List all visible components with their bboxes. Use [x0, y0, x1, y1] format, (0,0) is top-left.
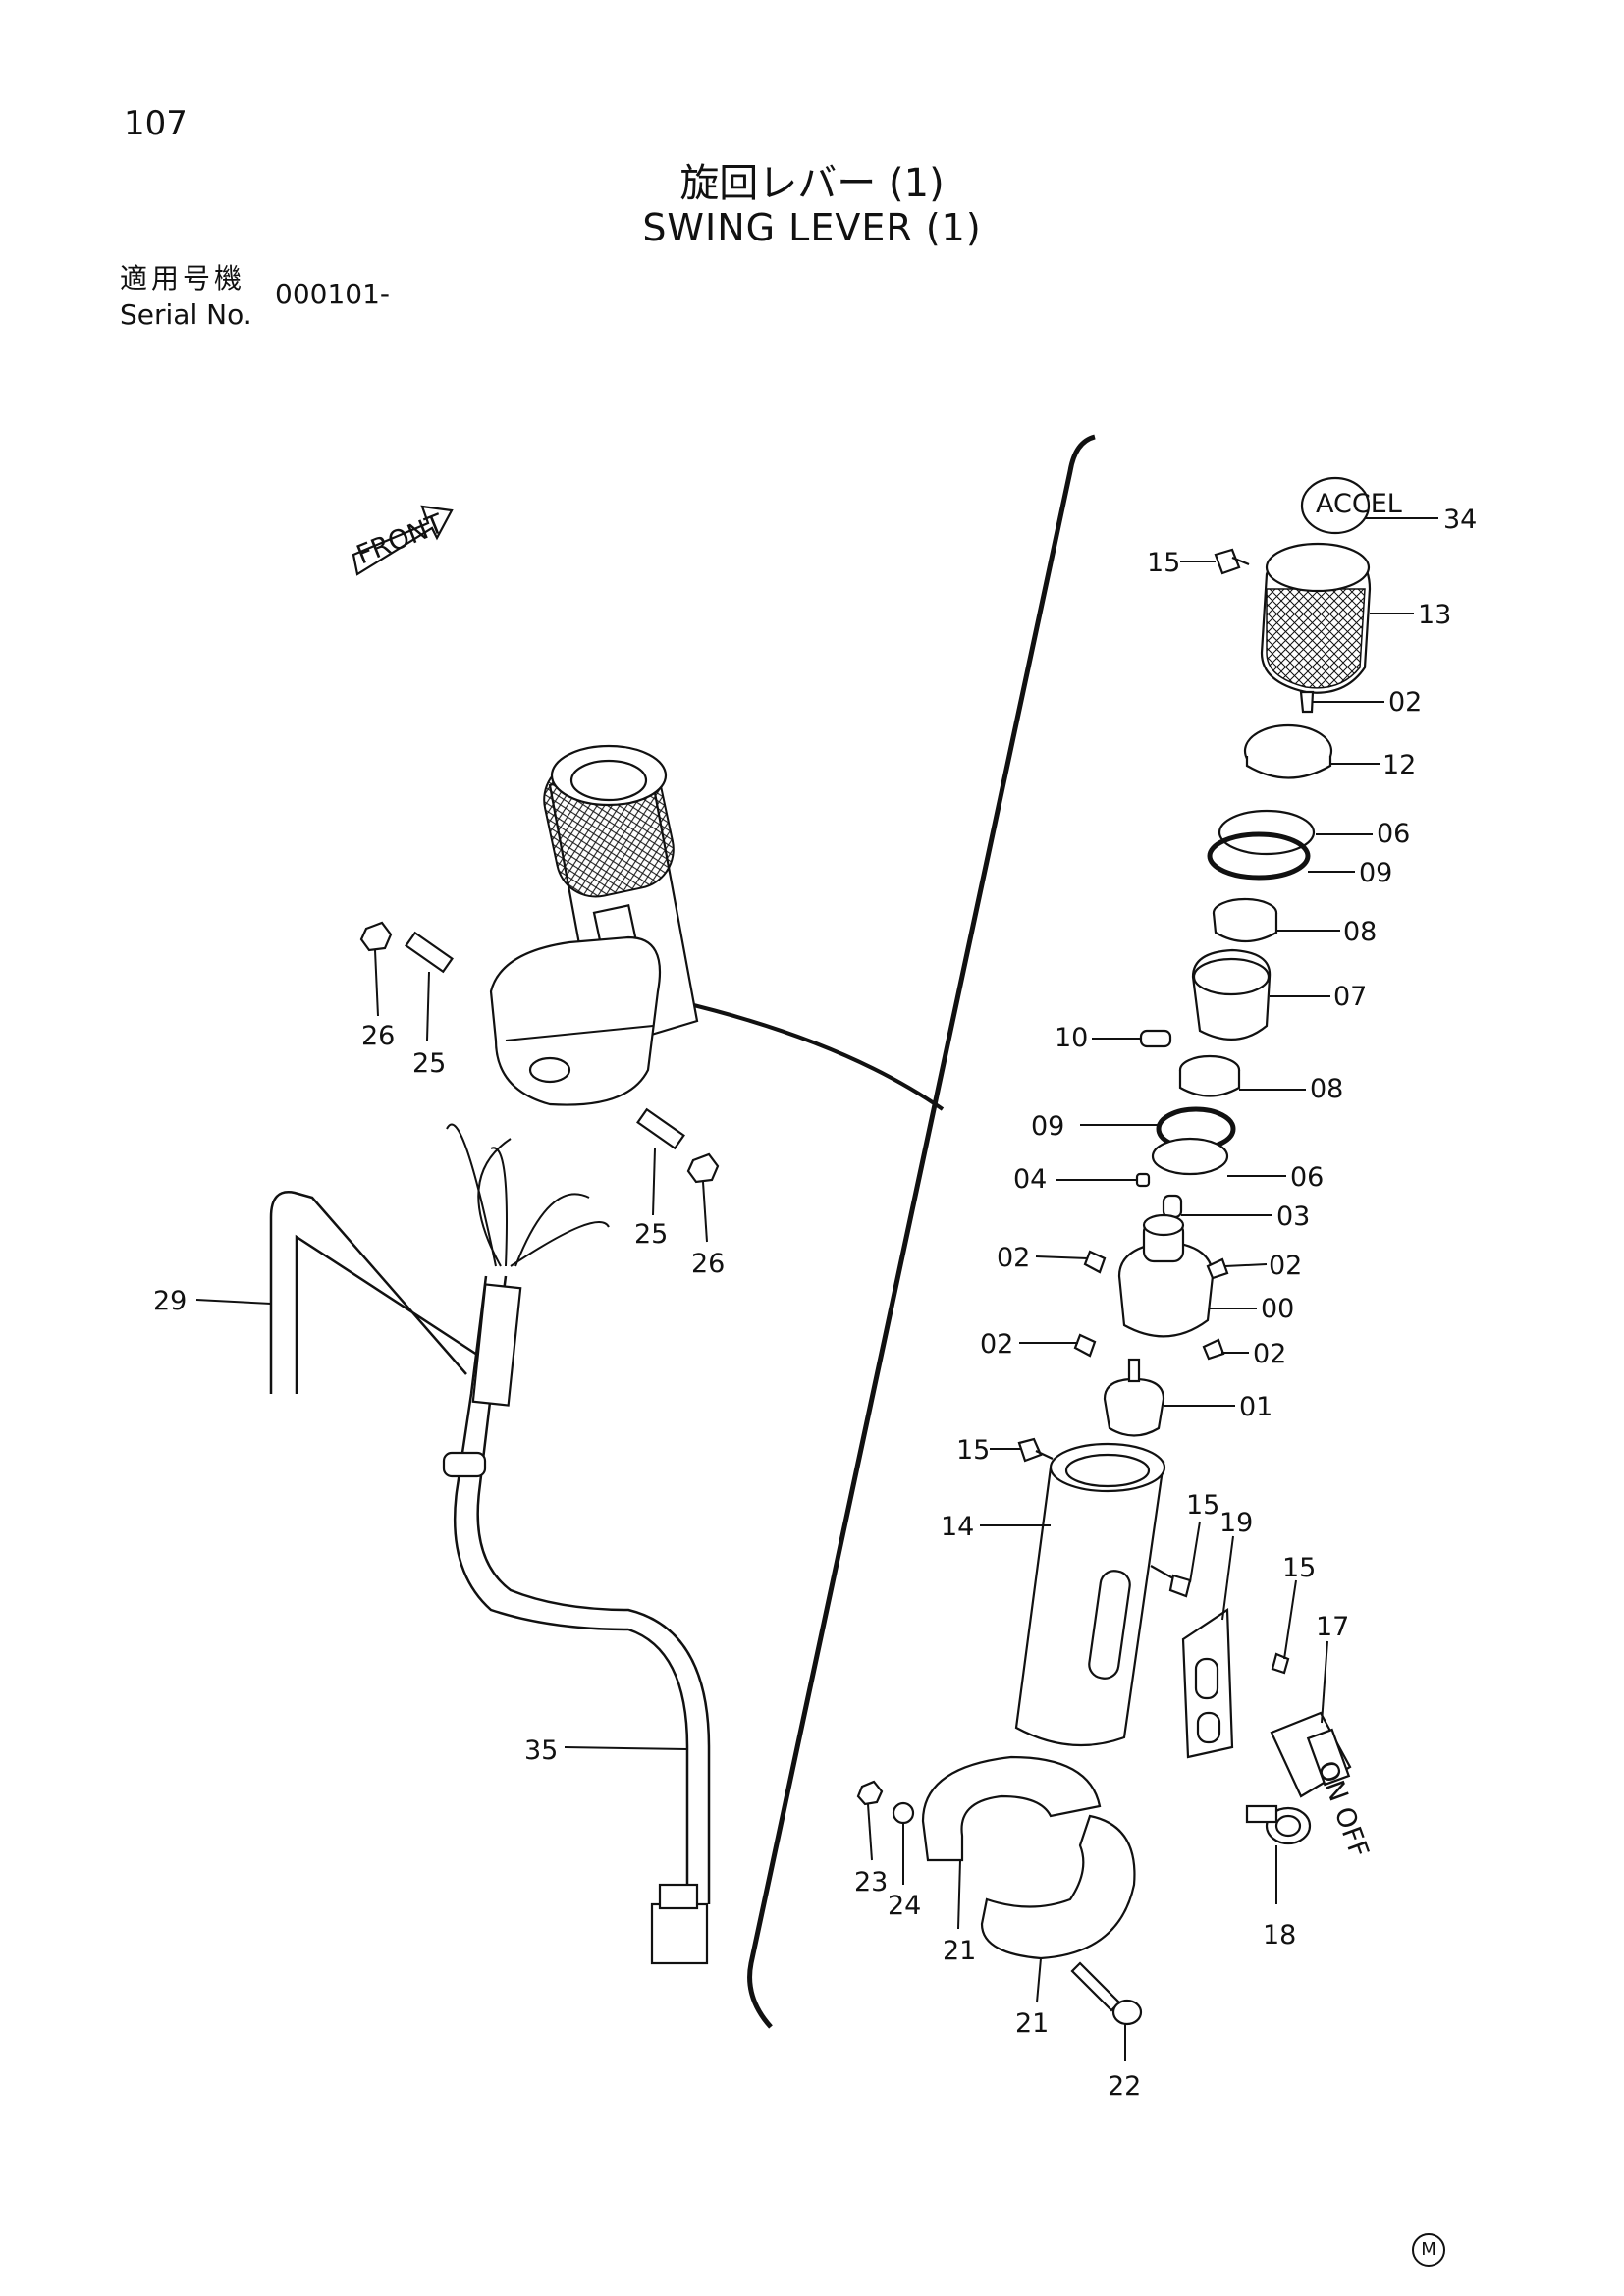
- callout-24: 24: [888, 1891, 921, 1921]
- revision-mark: M: [1412, 2233, 1445, 2267]
- screw-15-right-b: [1271, 1652, 1290, 1675]
- bushing-08-top: [1212, 897, 1278, 942]
- leader-assembly-to-exploded: [677, 999, 945, 1111]
- callout-01: 01: [1239, 1392, 1272, 1422]
- page-title-japanese: 旋回レバー (1): [679, 161, 945, 206]
- nut-26-lower-left: [686, 1152, 720, 1184]
- callout-21-bottom: 21: [1015, 2008, 1049, 2039]
- housing-07: [1191, 948, 1272, 1041]
- callout-06-middle: 06: [1290, 1162, 1324, 1193]
- callout-21-left: 21: [943, 1936, 976, 1966]
- screw-15-top: [1214, 548, 1250, 575]
- bolt-22: [1070, 1961, 1143, 2026]
- nut-26-upper-left: [359, 921, 393, 952]
- spring-03: [1162, 1194, 1183, 1219]
- stud-25-lower-left: [636, 1107, 685, 1150]
- callout-34: 34: [1443, 505, 1477, 535]
- callout-09-middle: 09: [1031, 1111, 1064, 1142]
- callout-23: 23: [854, 1867, 888, 1897]
- serial-label-japanese: 適用号機: [120, 262, 246, 294]
- plunger-cap-12: [1243, 723, 1333, 779]
- callout-13: 13: [1418, 600, 1451, 630]
- callout-25-left: 25: [412, 1048, 446, 1079]
- bushing-06-middle: [1151, 1137, 1229, 1176]
- callout-02-lower-left: 02: [980, 1329, 1013, 1360]
- set-screw-02-lower-left: [1073, 1333, 1097, 1358]
- body-00: [1117, 1213, 1215, 1338]
- knurled-grip-13: [1260, 542, 1372, 694]
- callout-19: 19: [1219, 1508, 1253, 1538]
- svg-text:ON OFF: ON OFF: [1311, 1757, 1374, 1862]
- callout-02-upper-right: 02: [1269, 1251, 1302, 1281]
- serial-number-value: 000101-: [275, 278, 390, 310]
- callout-04: 04: [1013, 1164, 1047, 1195]
- callout-12: 12: [1382, 750, 1416, 780]
- lever-pipe-29: [269, 1191, 478, 1394]
- callout-leader-lines: [195, 517, 1438, 2061]
- page-number: 107: [124, 104, 188, 143]
- callout-02-lower-right: 02: [1253, 1339, 1286, 1369]
- lever-tube-14: [1014, 1442, 1166, 1747]
- callout-02-top: 02: [1388, 687, 1422, 718]
- callout-03: 03: [1276, 1201, 1310, 1232]
- callout-35: 35: [524, 1735, 558, 1766]
- callout-08-middle: 08: [1310, 1074, 1343, 1104]
- callout-26-right: 26: [691, 1249, 725, 1279]
- group-separator-bracket: [747, 434, 1096, 2029]
- callout-15-top: 15: [1147, 548, 1180, 578]
- bushing-08-middle: [1178, 1054, 1241, 1097]
- assembled-swing-lever: [489, 744, 699, 1106]
- sensor-01: [1103, 1358, 1165, 1437]
- accel-cap-34: ACCEL: [1300, 476, 1402, 535]
- callout-25-right: 25: [634, 1219, 668, 1250]
- callout-09-top: 09: [1359, 858, 1392, 888]
- callout-22: 22: [1108, 2071, 1141, 2102]
- callout-15-middle: 15: [956, 1435, 990, 1466]
- svg-text:ACCEL: ACCEL: [1316, 489, 1402, 519]
- set-screw-02-upper-left: [1083, 1250, 1107, 1274]
- bracket-plate-19: [1181, 1607, 1234, 1759]
- set-screw-02-upper-right: [1206, 1257, 1229, 1280]
- nut-23: [856, 1780, 884, 1806]
- pin-10: [1139, 1029, 1172, 1048]
- callout-10: 10: [1055, 1023, 1088, 1053]
- set-screw-02-top: [1299, 690, 1315, 714]
- callout-18: 18: [1263, 1920, 1296, 1950]
- screw-15-right-a: [1150, 1565, 1192, 1598]
- front-label: FRONT: [352, 508, 449, 570]
- washer-24: [892, 1801, 915, 1825]
- cable-harness-35: [442, 1123, 711, 1965]
- ball-04: [1135, 1172, 1151, 1188]
- clamp-21-lower: [980, 1814, 1136, 1960]
- push-switch-18: [1245, 1804, 1312, 1845]
- page-title-english: SWING LEVER (1): [642, 206, 982, 249]
- callout-29: 29: [153, 1286, 187, 1316]
- callout-17: 17: [1316, 1612, 1349, 1642]
- callout-08-top: 08: [1343, 917, 1377, 947]
- callout-02-upper-left: 02: [997, 1243, 1030, 1273]
- front-direction-arrow: FRONT: [352, 505, 454, 576]
- callout-26-left: 26: [361, 1021, 395, 1051]
- screw-15-middle: [1017, 1437, 1054, 1463]
- callout-14: 14: [941, 1512, 974, 1542]
- set-screw-02-lower-right: [1202, 1338, 1225, 1361]
- callout-00: 00: [1261, 1294, 1294, 1324]
- clamp-21-upper: [921, 1755, 1102, 1862]
- callout-15-right-a: 15: [1186, 1490, 1219, 1521]
- callout-15-right-b: 15: [1282, 1553, 1316, 1583]
- callout-06-top: 06: [1377, 819, 1410, 849]
- stud-25-upper-left: [405, 931, 454, 974]
- callout-07: 07: [1333, 982, 1367, 1012]
- callout-labels: 34 15 13 02 12 06 09 08 07 10 08 09 04 0…: [153, 505, 1477, 2102]
- serial-label-english: Serial No.: [120, 298, 252, 331]
- o-ring-09-top: [1207, 831, 1311, 881]
